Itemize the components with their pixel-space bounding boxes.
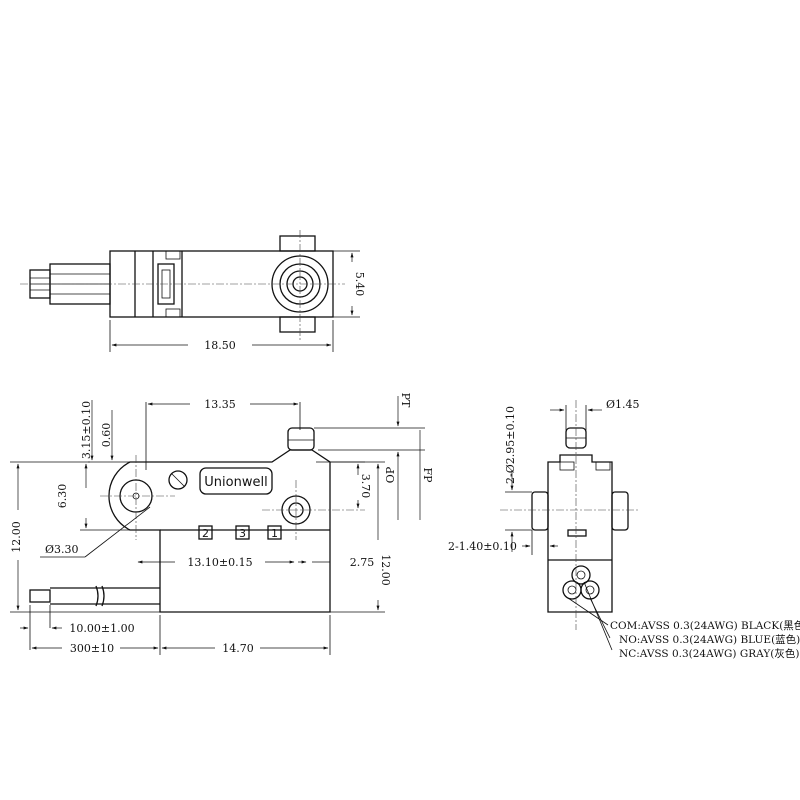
- front-cable: [29, 585, 160, 607]
- dim-12-00-right: 12.00: [379, 554, 392, 586]
- front-body: [108, 449, 331, 613]
- pin-label-2: 2: [202, 527, 209, 540]
- wire-com: COM:AVSS 0.3(24AWG) BLACK(黑色): [610, 619, 800, 632]
- brand-label: Unionwell: [204, 475, 267, 490]
- pin-label-3: 3: [239, 527, 246, 540]
- dim-dia-1-45: Ø1.45: [606, 398, 640, 411]
- dim-2-1-40: 2-1.40±0.10: [448, 540, 517, 553]
- dim-3-15: 3.15±0.10: [80, 401, 93, 459]
- dim-13-10: 13.10±0.15: [187, 556, 252, 569]
- wire-no: NO:AVSS 0.3(24AWG) BLUE(蓝色): [619, 633, 800, 646]
- pin-label-1: 1: [271, 527, 278, 540]
- front-view: Unionwell 2 3 1 13.35 3.15±0.10 0.: [10, 393, 434, 655]
- side-boss-right: [611, 491, 629, 531]
- dim-13-35: 13.35: [204, 398, 236, 411]
- top-view: 18.50 5.40: [20, 230, 366, 352]
- dim-2-dia-2-95: 2-Ø2.95±0.10: [504, 406, 517, 484]
- dim-3-70: 3.70: [359, 474, 372, 499]
- dim-14-70: 14.70: [222, 642, 254, 655]
- wire-legend: COM:AVSS 0.3(24AWG) BLACK(黑色) NO:AVSS 0.…: [610, 619, 800, 660]
- dim-6-30: 6.30: [56, 484, 69, 509]
- label-pt: PT: [399, 393, 412, 408]
- side-body: [547, 454, 613, 613]
- dim-0-60: 0.60: [100, 423, 113, 448]
- dim-2-75: 2.75: [350, 556, 375, 569]
- front-screw: [168, 470, 188, 490]
- wire-nc: NC:AVSS 0.3(24AWG) GRAY(灰色): [619, 647, 799, 660]
- side-boss-left: [531, 491, 549, 531]
- front-plunger: [287, 427, 315, 451]
- dim-10-00: 10.00±1.00: [69, 622, 134, 635]
- dim-dia-3-30: Ø3.30: [45, 543, 79, 556]
- dim-300: 300±10: [70, 642, 114, 655]
- dim-18-50: 18.50: [204, 339, 236, 352]
- side-wire-3: [571, 565, 591, 585]
- dim-5-40: 5.40: [353, 272, 366, 297]
- side-wire-2: [580, 580, 600, 600]
- side-view: Ø1.45 2-Ø2.95±0.10 2-1.40±0.10: [448, 398, 640, 651]
- dim-12-00-left: 12.00: [10, 521, 23, 553]
- label-fp: FP: [421, 467, 434, 483]
- label-op: OP: [384, 466, 397, 483]
